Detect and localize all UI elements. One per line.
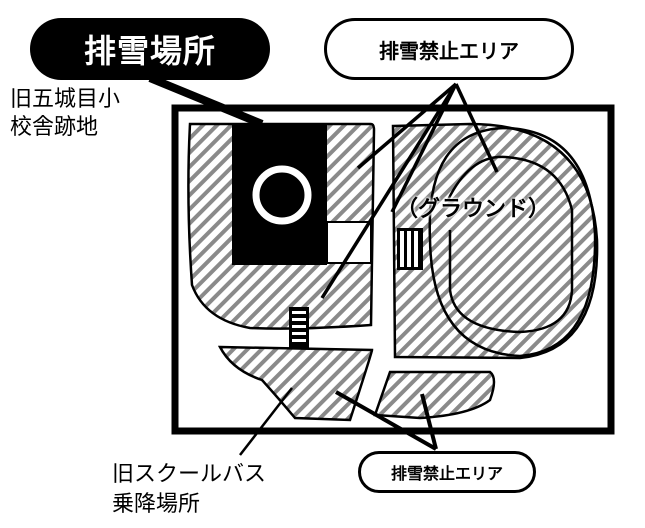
snow-dump-site-label: 排雪場所 <box>30 18 270 80</box>
side-stairs-icon <box>397 228 423 270</box>
no-dump-area-ground <box>391 122 599 360</box>
bus-stop-area <box>217 345 374 422</box>
former-school-site-label: 旧五城目小 校舎跡地 <box>10 86 120 142</box>
dump-site-circle-icon <box>252 165 312 225</box>
former-bus-stop-label: 旧スクールバス 乗降場所 <box>112 460 266 520</box>
track-outer <box>428 126 597 358</box>
former-school-site-line2: 校舎跡地 <box>10 115 99 140</box>
former-bus-stop-line1: 旧スクールバス <box>112 462 267 487</box>
no-dump-area-label-bottom: 排雪禁止エリア <box>358 451 536 493</box>
callout-lines <box>148 74 499 456</box>
stairs-icon <box>289 307 309 349</box>
no-dump-area-bottom <box>373 370 496 420</box>
ground-label: （グラウンド） <box>396 197 551 222</box>
former-school-site-line1: 旧五城目小 <box>10 87 121 112</box>
former-bus-stop-line2: 乗降場所 <box>112 492 201 517</box>
no-dump-area-label-top: 排雪禁止エリア <box>324 18 574 80</box>
